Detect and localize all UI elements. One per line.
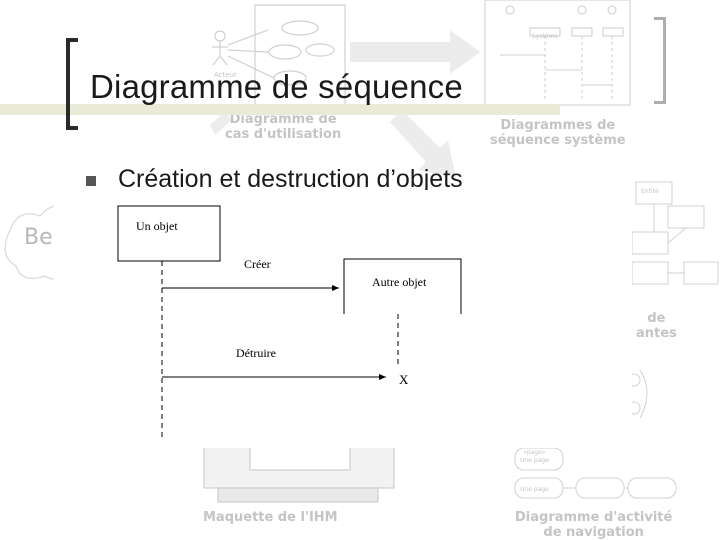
destruction-mark: X — [399, 372, 409, 387]
bg-actor-head — [214, 30, 226, 42]
bg-usecase-ellipse — [281, 20, 319, 36]
bg-class-box — [631, 261, 669, 285]
bg-monitor — [203, 439, 395, 503]
slide-title: Diagramme de séquence — [90, 68, 463, 105]
bg-label-use-case: Diagramme de cas d'utilisation — [225, 112, 342, 142]
object-box-autre-objet — [343, 258, 462, 314]
bg-system-label: Système — [532, 33, 559, 40]
bg-sequence-frame — [484, 0, 631, 106]
bg-page-label: Une page — [520, 486, 549, 493]
bg-class-box — [667, 205, 705, 229]
bullet-marker — [86, 176, 96, 186]
bg-nav-node — [575, 477, 625, 499]
bg-actor-label: Acteur — [214, 71, 237, 79]
bg-label-ihm-mockup: Maquette de l'IHM — [203, 510, 338, 525]
title-accent-bar — [0, 104, 560, 115]
bg-nav-node — [514, 447, 564, 471]
bg-web-page-label: «page» Une page — [520, 449, 549, 464]
bg-usecase-ellipse — [305, 43, 335, 57]
bg-nav-node — [627, 477, 677, 499]
bg-entity-label: Entité — [641, 188, 659, 195]
bg-label-system-sequence: Diagrammes de séquence système — [490, 118, 626, 148]
bg-label-navigation-activity: Diagramme d'activité de navigation — [515, 510, 673, 540]
sequence-diagram: Un objet Créer Autre objet Détruire X — [54, 190, 632, 448]
bullet-text: Création et destruction d’objets — [118, 165, 463, 193]
message-label-detruire: Détruire — [236, 346, 276, 360]
bg-cloud-text: Be — [24, 225, 53, 250]
sequence-diagram-canvas: Un objet Créer Autre objet Détruire X — [117, 205, 462, 440]
bg-usecase-ellipse — [268, 44, 302, 60]
message-label-creer: Créer — [244, 257, 271, 271]
bg-class-box — [631, 231, 669, 255]
bg-label-components: de antes — [636, 311, 677, 341]
bg-arrows — [210, 30, 480, 178]
object-label-autre-objet: Autre objet — [372, 275, 427, 289]
object-label-un-objet: Un objet — [136, 219, 178, 233]
bg-class-box — [683, 261, 719, 285]
object-box-un-objet — [117, 205, 221, 262]
title-bracket-right — [654, 17, 666, 104]
title-bracket-left — [66, 38, 78, 130]
